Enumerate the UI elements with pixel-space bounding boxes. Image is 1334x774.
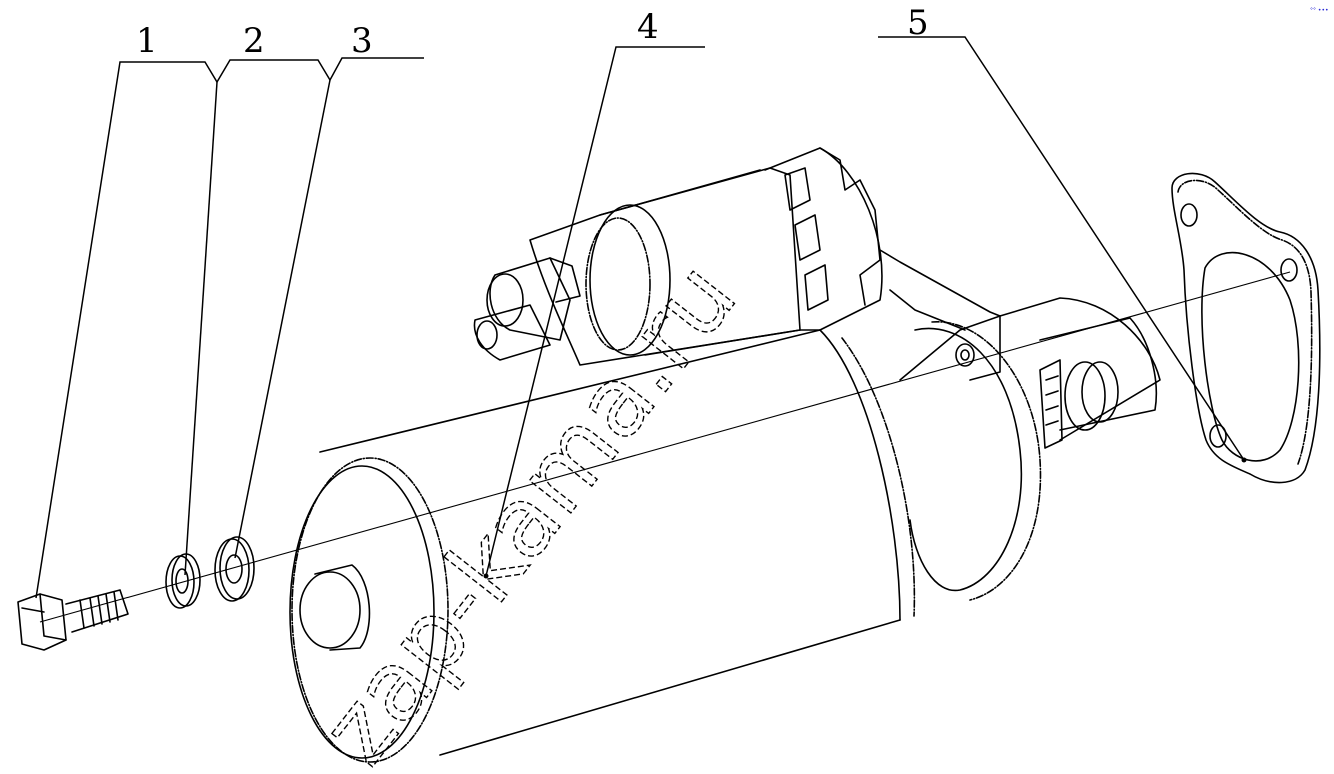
callout-labels: 1 2 3 4 5 [136, 3, 929, 61]
leader-lines [35, 36, 1247, 599]
corner-mark: °° ••• [1310, 7, 1329, 14]
leader-1 [35, 57, 424, 599]
leader-3 [234, 79, 331, 559]
leader-4 [485, 46, 705, 577]
gasket-part [1171, 172, 1321, 484]
leader-5 [878, 36, 1245, 461]
callout-4: 4 [637, 7, 659, 47]
spring-washer-part [165, 553, 201, 609]
watermark: zap-kama.ru [299, 241, 758, 774]
watermark-text: zap-kama.ru [300, 242, 758, 774]
callout-1: 1 [136, 21, 158, 61]
callout-2: 2 [243, 21, 265, 61]
callout-5: 5 [907, 3, 929, 43]
callout-3: 3 [351, 21, 373, 61]
bolt-part [17, 589, 129, 651]
flat-washer-part [214, 536, 255, 602]
starter-motor-part [289, 147, 1161, 763]
leader-2 [184, 81, 218, 576]
